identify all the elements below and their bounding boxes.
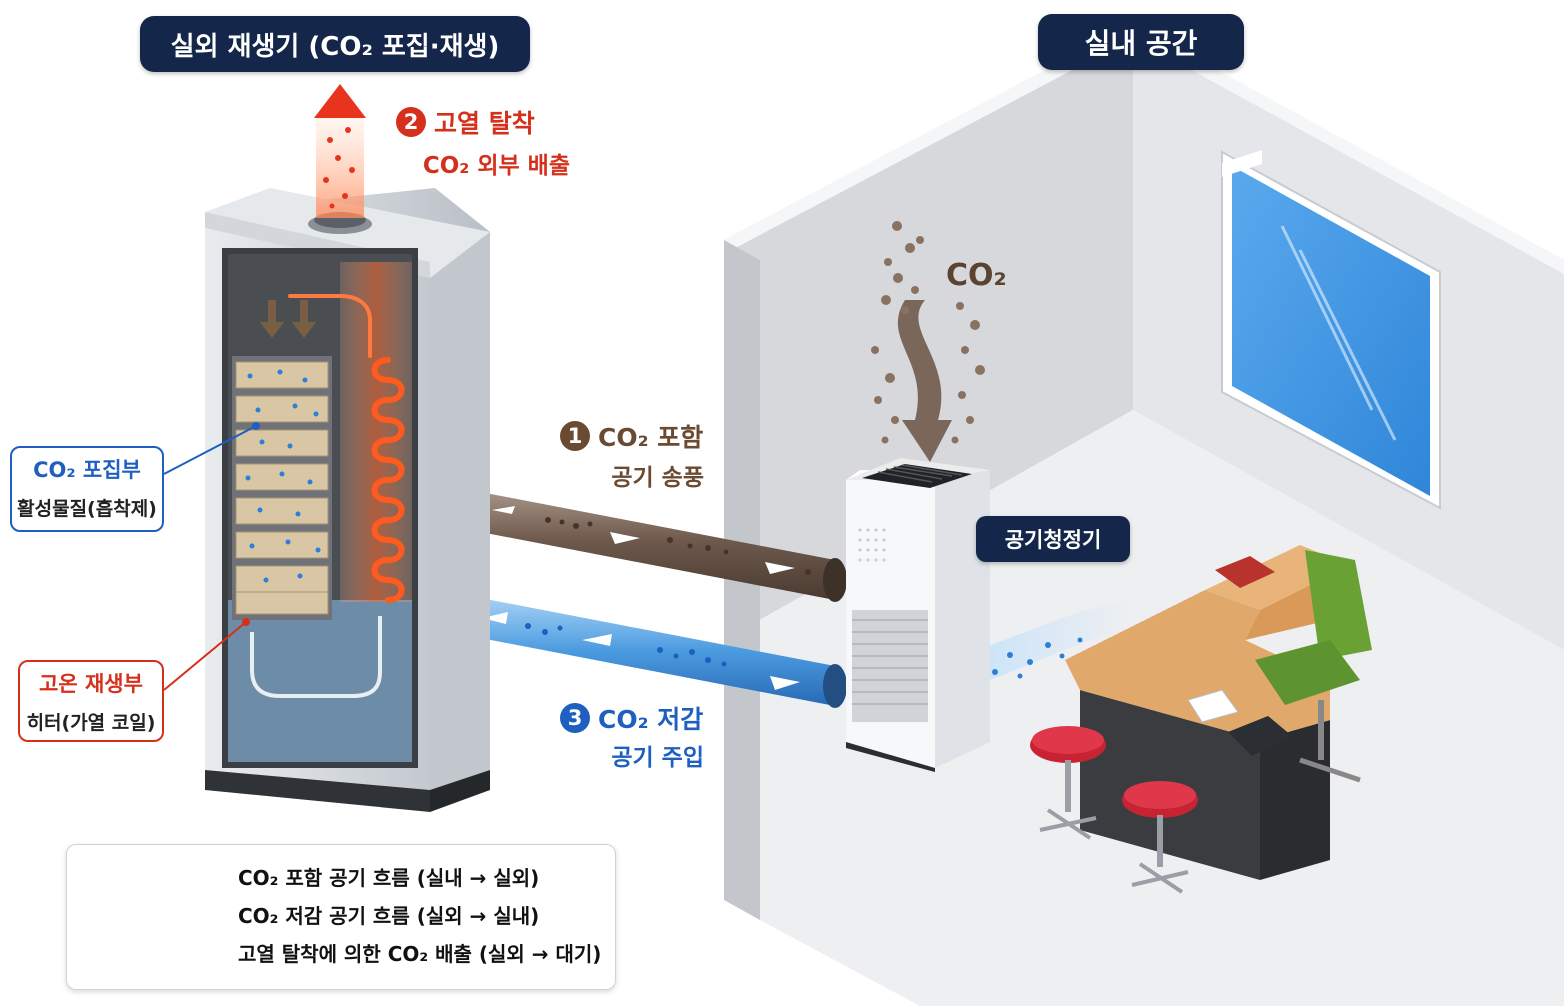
heating-coil	[288, 294, 405, 603]
step1-heading: 1 CO₂ 포함	[560, 418, 703, 454]
legend-item-co2-release: 고열 탈착에 의한 CO₂ 배출 (실외 → 대기)	[238, 942, 602, 966]
purifier-bottom-vent	[852, 610, 928, 722]
indoor-title: 실내 공간	[1084, 27, 1198, 60]
step1-title: CO₂ 포함	[598, 423, 704, 452]
step1-subtitle: 공기 송풍	[611, 465, 704, 491]
capture-leader-line	[163, 425, 257, 475]
step3-number: 3	[560, 703, 590, 733]
clean-air-stream	[950, 600, 1130, 690]
heater-subtitle: 히터(가열 코일)	[26, 712, 156, 734]
step3-subtitle: 공기 주입	[611, 745, 704, 771]
tray	[1215, 556, 1275, 588]
indoor-title-badge: 실내 공간	[1038, 14, 1244, 70]
legend-item-co2-rich: CO₂ 포함 공기 흐름 (실내 → 실외)	[238, 866, 540, 890]
adsorbent-stack	[232, 300, 332, 620]
return-flow-path	[250, 616, 382, 698]
step2-subtitle: CO₂ 외부 배출	[422, 153, 570, 179]
step2-heading: 2 고열 탈착	[396, 104, 535, 140]
air-purifier	[846, 458, 990, 772]
heater-title: 고온 재생부	[39, 672, 143, 696]
back-wall-left	[724, 24, 1133, 640]
legend-box	[66, 844, 616, 990]
purifier-label: 공기청정기	[1004, 528, 1102, 552]
capture-callout: CO₂ 포집부 활성물질(흡착제)	[10, 446, 164, 532]
outdoor-title-badge: 실외 재생기 (CO₂ 포집·재생)	[140, 16, 530, 72]
phone	[1228, 716, 1292, 756]
capture-subtitle: 활성물질(흡착제)	[17, 498, 157, 520]
heater-callout: 고온 재생부 히터(가열 코일)	[18, 660, 164, 742]
purifier-label-badge: 공기청정기	[976, 516, 1130, 562]
legend-item-co2-reduced: CO₂ 저감 공기 흐름 (실외 → 실내)	[238, 904, 540, 928]
step2-number: 2	[396, 107, 426, 137]
step3-heading: 3 CO₂ 저감	[560, 700, 703, 736]
heater-leader-line	[163, 621, 247, 691]
stool-1	[1030, 726, 1106, 840]
outdoor-title: 실외 재생기 (CO₂ 포집·재생)	[170, 31, 500, 62]
stools	[1030, 726, 1198, 894]
office-chair	[1255, 550, 1372, 783]
step3-title: CO₂ 저감	[598, 705, 704, 734]
step2-title: 고열 탈착	[434, 109, 535, 138]
co2-indoor-label: CO₂	[946, 258, 1007, 293]
exhaust-arrow	[314, 84, 366, 218]
capture-title: CO₂ 포집부	[33, 458, 141, 482]
regenerator-cabinet	[205, 188, 490, 812]
co2-intake-arrow	[871, 221, 985, 462]
stool-2	[1122, 781, 1198, 894]
step1-number: 1	[560, 421, 590, 451]
